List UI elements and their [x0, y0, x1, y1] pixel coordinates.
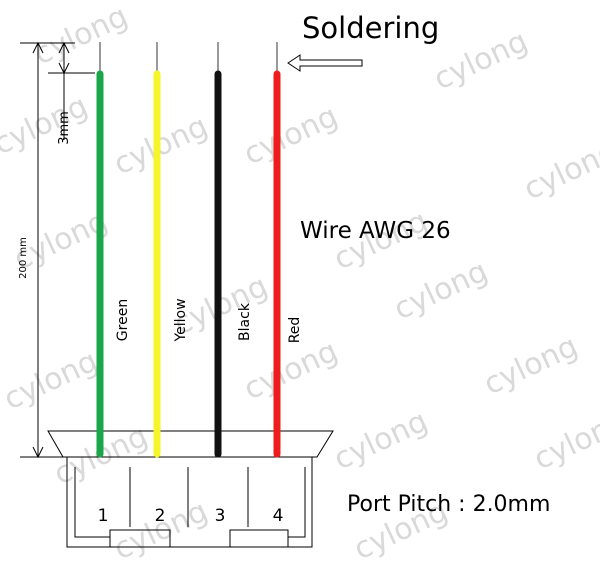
- connector-housing: [47, 430, 334, 548]
- watermark: cylong: [389, 254, 494, 328]
- connector-latch: [109, 529, 171, 547]
- connector-body: [66, 457, 313, 548]
- arrow-up-icon: [32, 41, 44, 54]
- wire-label-yellow: Yellow: [173, 298, 189, 342]
- watermark: cylong: [0, 89, 93, 163]
- wire-label-black: Black: [237, 302, 253, 341]
- watermark: cylong: [239, 334, 344, 408]
- watermark: cylong: [429, 24, 534, 98]
- wire-spec-label: Wire AWG 26: [300, 218, 451, 244]
- watermark: cylong: [329, 404, 434, 478]
- soldering-arrow-icon: [287, 54, 363, 72]
- watermark: cylong: [29, 0, 134, 72]
- watermark: cylong: [479, 329, 584, 403]
- wires: [96, 70, 281, 458]
- watermark: cylong: [529, 404, 600, 478]
- pin-number-2: 2: [155, 506, 166, 526]
- pin-number-4: 4: [273, 506, 284, 526]
- wire-label-red: Red: [287, 317, 303, 344]
- stripped-ends: [99, 42, 278, 74]
- dimension-3mm: [48, 41, 95, 140]
- arrow-up-icon: [58, 41, 70, 54]
- connector-slot: [288, 467, 306, 538]
- watermark: cylong: [0, 344, 103, 418]
- port-pitch-label: Port Pitch : 2.0mm: [347, 492, 550, 517]
- wire-label-green: Green: [115, 299, 131, 341]
- dimension-3mm-label: 3mm: [57, 111, 72, 145]
- connector-flange: [47, 430, 334, 458]
- pin-number-3: 3: [215, 506, 226, 526]
- dimension-200mm: [20, 41, 75, 459]
- soldering-label: Soldering: [302, 11, 439, 45]
- arrow-down-icon: [58, 62, 70, 75]
- watermark: cylong: [109, 109, 214, 183]
- watermark: cylong: [239, 99, 344, 173]
- pin-number-1: 1: [98, 506, 109, 526]
- watermark: cylong: [519, 134, 600, 208]
- dimension-200mm-label: 200 mm: [18, 237, 29, 279]
- connector-latch: [229, 529, 289, 547]
- arrow-down-icon: [32, 446, 44, 459]
